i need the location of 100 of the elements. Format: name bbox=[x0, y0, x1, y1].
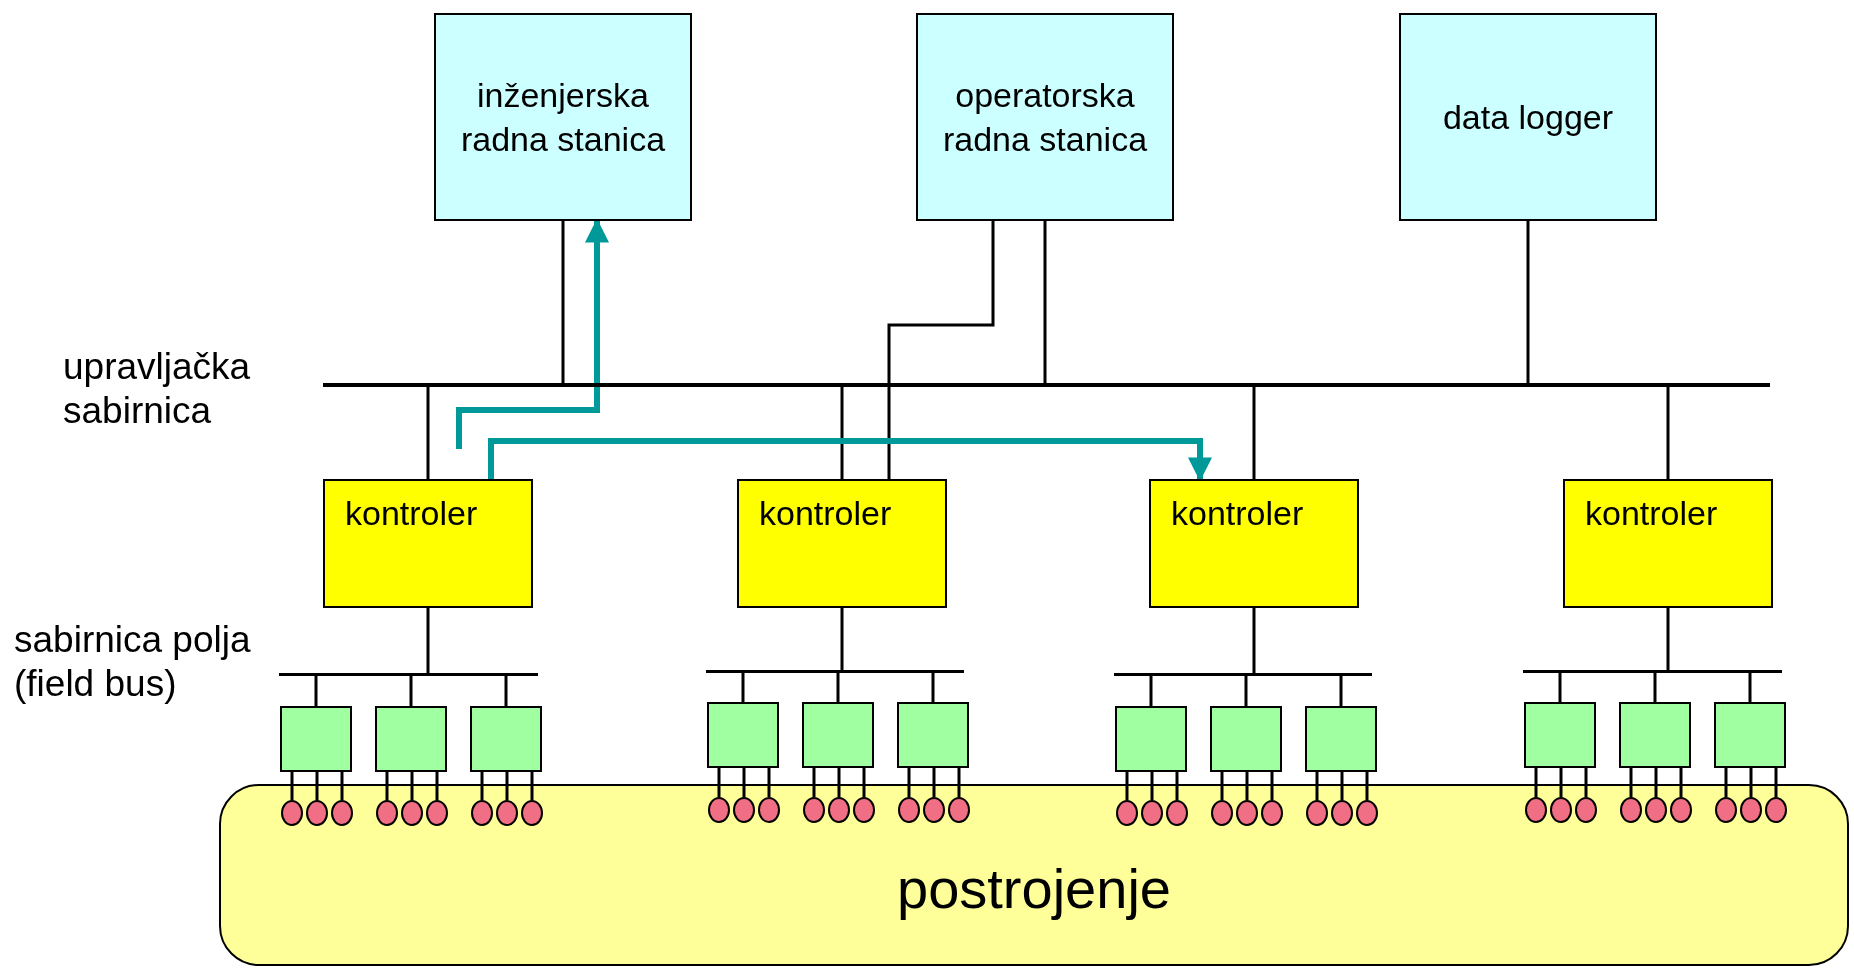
sensor-circle bbox=[1765, 797, 1787, 823]
connector-line bbox=[1749, 768, 1753, 797]
connector-line bbox=[1252, 387, 1256, 479]
connector-line bbox=[1150, 772, 1154, 800]
connector-line bbox=[1315, 772, 1319, 800]
controller-box: kontroler bbox=[1563, 479, 1773, 608]
workstation-box: data logger bbox=[1399, 13, 1657, 221]
arrow bbox=[488, 438, 1212, 482]
connector-line bbox=[812, 768, 816, 797]
bus-label: upravljačka sabirnica bbox=[63, 345, 252, 433]
connector-line bbox=[1339, 676, 1343, 706]
field-module-box bbox=[1524, 702, 1596, 768]
sensor-circle bbox=[1670, 797, 1692, 823]
connector-line bbox=[957, 768, 961, 797]
connector-line bbox=[410, 772, 414, 800]
sensor-circle bbox=[1141, 800, 1163, 826]
sensor-circle bbox=[803, 797, 825, 823]
sensor-circle bbox=[1331, 800, 1353, 826]
sensor-circle bbox=[1525, 797, 1547, 823]
field-module-box bbox=[897, 702, 969, 768]
sensor-circle bbox=[1166, 800, 1188, 826]
connector-line bbox=[314, 676, 318, 706]
sensor-circle bbox=[426, 800, 448, 826]
sensor-circle bbox=[1236, 800, 1258, 826]
connector-line bbox=[1558, 673, 1562, 702]
connector-line bbox=[836, 673, 840, 702]
connector-line bbox=[530, 772, 534, 800]
connector-line bbox=[1270, 772, 1274, 800]
connector-line bbox=[932, 768, 936, 797]
bus-line bbox=[1114, 673, 1372, 676]
connector-line bbox=[340, 772, 344, 800]
field-module-box bbox=[470, 706, 542, 772]
connector-line bbox=[480, 772, 484, 800]
connector-line bbox=[1244, 676, 1248, 706]
sensor-circle bbox=[923, 797, 945, 823]
connector-line bbox=[290, 772, 294, 800]
field-module-box bbox=[375, 706, 447, 772]
sensor-circle bbox=[1620, 797, 1642, 823]
sensor-circle bbox=[471, 800, 493, 826]
connector-line bbox=[385, 772, 389, 800]
controller-box: kontroler bbox=[323, 479, 533, 608]
connector-line bbox=[1365, 772, 1369, 800]
connector-line bbox=[1724, 768, 1728, 797]
plant-area: postrojenje bbox=[219, 784, 1849, 966]
sensor-circle bbox=[1116, 800, 1138, 826]
arrow bbox=[456, 218, 609, 449]
connector-line bbox=[1252, 608, 1256, 673]
sensor-circle bbox=[708, 797, 730, 823]
sensor-circle bbox=[898, 797, 920, 823]
connector-line bbox=[717, 768, 721, 797]
controller-box: kontroler bbox=[737, 479, 947, 608]
sensor-circle bbox=[1645, 797, 1667, 823]
field-module-box bbox=[1115, 706, 1187, 772]
field-module-box bbox=[1619, 702, 1691, 768]
connector-line bbox=[1245, 772, 1249, 800]
connector-line bbox=[1666, 608, 1670, 670]
connector-line bbox=[426, 608, 430, 673]
connector-line bbox=[561, 221, 565, 383]
connector-line bbox=[887, 221, 995, 479]
connector-line bbox=[315, 772, 319, 800]
sensor-circle bbox=[496, 800, 518, 826]
sensor-circle bbox=[758, 797, 780, 823]
sensor-circle bbox=[1575, 797, 1597, 823]
connector-line bbox=[840, 387, 844, 479]
connector-line bbox=[505, 772, 509, 800]
connector-line bbox=[837, 768, 841, 797]
connector-line bbox=[1220, 772, 1224, 800]
field-module-box bbox=[1210, 706, 1282, 772]
connector-line bbox=[742, 768, 746, 797]
sensor-circle bbox=[1550, 797, 1572, 823]
sensor-circle bbox=[853, 797, 875, 823]
bus-line bbox=[279, 673, 538, 676]
connector-line bbox=[1629, 768, 1633, 797]
sensor-circle bbox=[733, 797, 755, 823]
field-module-box bbox=[1305, 706, 1377, 772]
connector-line bbox=[1526, 221, 1530, 383]
connector-line bbox=[1149, 676, 1153, 706]
connector-line bbox=[504, 676, 508, 706]
field-module-box bbox=[707, 702, 779, 768]
connector-line bbox=[840, 608, 844, 670]
connector-line bbox=[1559, 768, 1563, 797]
connector-line bbox=[1584, 768, 1588, 797]
sensor-circle bbox=[331, 800, 353, 826]
connector-line bbox=[1666, 387, 1670, 479]
connector-line bbox=[1774, 768, 1778, 797]
field-module-box bbox=[280, 706, 352, 772]
connector-line bbox=[1043, 221, 1047, 383]
workstation-box: inženjerska radna stanica bbox=[434, 13, 692, 221]
connector-line bbox=[1654, 768, 1658, 797]
connector-line bbox=[907, 768, 911, 797]
sensor-circle bbox=[376, 800, 398, 826]
connector-line bbox=[1653, 673, 1657, 702]
connector-line bbox=[435, 772, 439, 800]
workstation-box: operatorska radna stanica bbox=[916, 13, 1174, 221]
connector-line bbox=[931, 673, 935, 702]
connector-line bbox=[862, 768, 866, 797]
connector-line bbox=[1340, 772, 1344, 800]
sensor-circle bbox=[1740, 797, 1762, 823]
field-module-box bbox=[1714, 702, 1786, 768]
connector-line bbox=[1748, 673, 1752, 702]
